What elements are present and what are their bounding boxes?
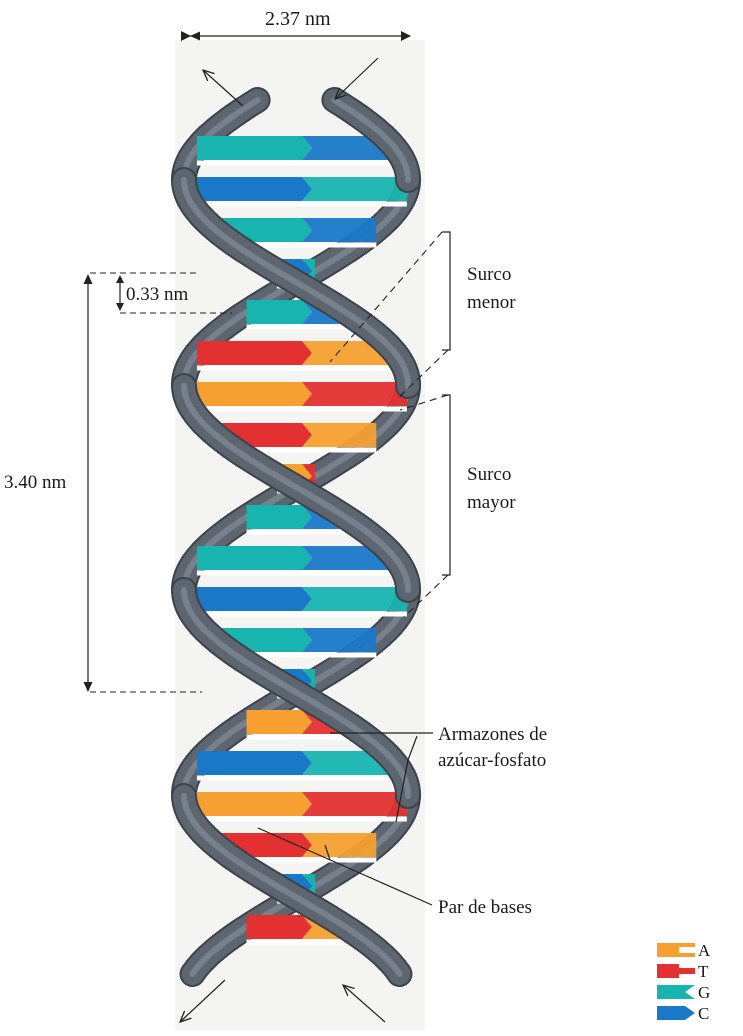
base-c — [302, 628, 376, 652]
base-g — [197, 136, 312, 160]
base-a — [302, 833, 376, 857]
nucleotide-legend — [657, 943, 695, 1020]
base-a — [302, 423, 376, 447]
base-t — [247, 915, 312, 939]
minor-groove-label-line1: Surco — [467, 260, 511, 290]
base-t — [302, 382, 407, 406]
guanine-icon — [657, 985, 695, 999]
minor-groove-label-line2: menor — [467, 288, 516, 318]
base-c — [302, 218, 376, 242]
base-g — [197, 546, 312, 570]
legend-label-t: T — [698, 963, 708, 980]
pitch-label: 3.40 nm — [4, 468, 66, 498]
base-g — [302, 587, 407, 611]
base-c — [197, 751, 312, 775]
base-t — [197, 341, 312, 365]
base-g — [247, 300, 312, 324]
base-spacing-label: 0.33 nm — [126, 280, 188, 310]
minor-groove-bracket — [442, 232, 450, 350]
major-groove-label-line1: Surco — [467, 460, 511, 490]
base-pair-label: Par de bases — [438, 893, 532, 923]
base-a — [185, 382, 312, 406]
cytosine-icon — [657, 1006, 695, 1020]
base-g — [247, 505, 312, 529]
base-t — [302, 792, 407, 816]
base-c — [185, 587, 312, 611]
thymine-icon — [657, 964, 695, 978]
backbone-label-line2: azúcar-fosfato — [438, 746, 546, 776]
legend-label-c: C — [698, 1005, 709, 1022]
base-g — [302, 177, 407, 201]
base-c — [185, 177, 312, 201]
legend-label-a: A — [698, 942, 710, 959]
major-groove-label-line2: mayor — [467, 488, 516, 518]
legend-label-g: G — [698, 984, 710, 1001]
base-a — [247, 710, 312, 734]
adenine-icon — [657, 943, 695, 957]
base-a — [185, 792, 312, 816]
major-groove-bracket — [442, 395, 450, 575]
width-label: 2.37 nm — [265, 4, 331, 34]
